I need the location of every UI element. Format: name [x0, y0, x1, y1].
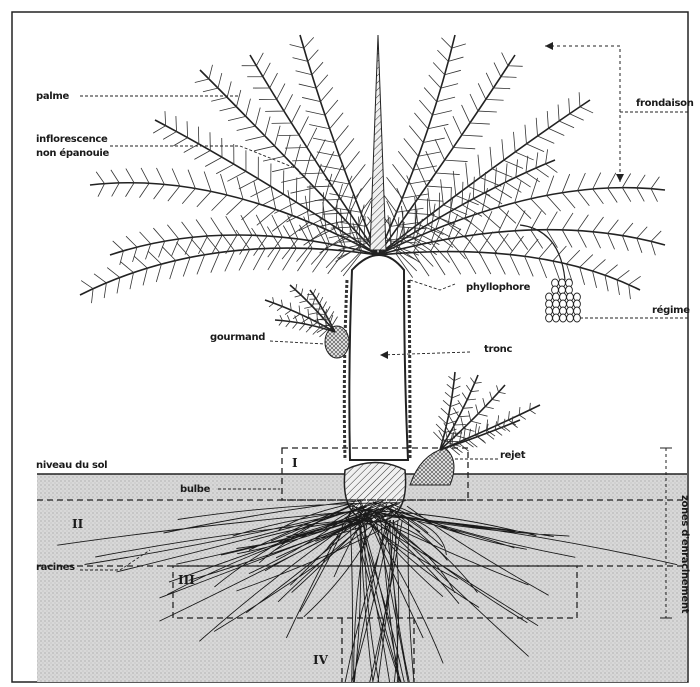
label-inflorescence-1: inflorescence	[36, 134, 108, 145]
date-fruit	[553, 314, 560, 322]
label-zones-enracinement: zones d'enracinement	[679, 495, 690, 614]
leader-inflorescence	[110, 146, 300, 170]
central-spear	[370, 35, 386, 250]
trunk-bark-left	[344, 280, 347, 460]
gourmand-leaves	[265, 284, 338, 337]
label-gourmand: gourmand	[210, 332, 265, 343]
gourmand-shoot	[325, 326, 349, 358]
rejet-shoot	[410, 448, 454, 485]
date-fruit	[546, 314, 553, 322]
label-bulbe: bulbe	[180, 484, 211, 495]
regime-dates	[546, 279, 581, 322]
frond-left-2	[80, 225, 378, 303]
label-phyllophore: phyllophore	[466, 282, 531, 293]
zone-label-I: I	[292, 456, 298, 470]
frond-left-3	[110, 215, 378, 272]
frondaison-bracket	[545, 46, 620, 182]
leader-phyllophore	[410, 280, 455, 290]
zone-label-IV: IV	[313, 653, 329, 667]
label-regime: régime	[652, 304, 690, 316]
rejet-leaves	[433, 372, 540, 455]
label-frondaison: frondaison	[636, 98, 694, 109]
label-tronc: tronc	[484, 344, 513, 355]
label-rejet: rejet	[500, 450, 526, 461]
zone-label-II: II	[72, 517, 84, 531]
label-inflorescence-2: non épanouie	[36, 147, 110, 159]
zone-label-III: III	[178, 573, 195, 587]
label-niveau-du-sol: niveau du sol	[36, 460, 107, 471]
trunk	[349, 255, 408, 460]
date-fruit	[574, 314, 581, 322]
frondaison-arrow-top	[545, 42, 553, 50]
leader-gourmand	[270, 341, 325, 344]
label-racines: racines	[36, 562, 75, 573]
regime-stalk	[520, 225, 565, 280]
label-palme: palme	[36, 91, 70, 102]
trunk-bark-right	[409, 280, 410, 460]
frondaison-arrow-bottom	[616, 174, 624, 182]
date-fruit	[560, 314, 567, 322]
date-fruit	[567, 314, 574, 322]
